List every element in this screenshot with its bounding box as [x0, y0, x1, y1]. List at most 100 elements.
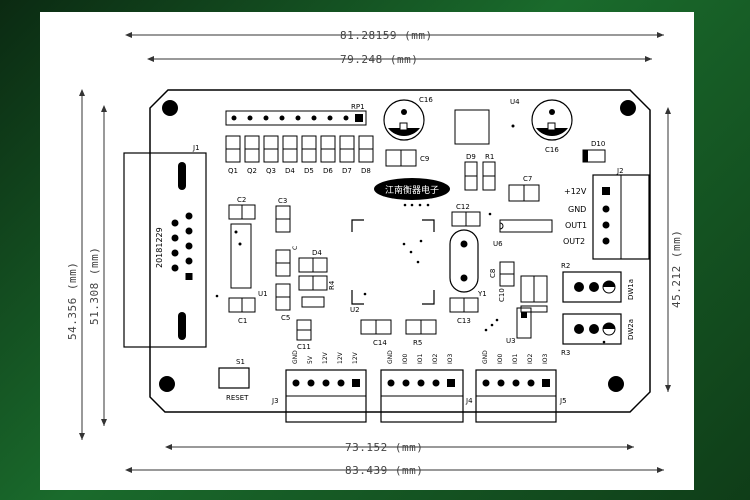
u1-dot	[215, 294, 219, 298]
j4-pin-label: IO3	[447, 354, 454, 364]
j1-date-code: 20181229	[155, 227, 164, 268]
j4-terminal	[380, 369, 464, 423]
mounting-hole-tl	[162, 100, 178, 116]
c16-left-label: C16	[419, 96, 433, 104]
c8-label: C8	[489, 269, 497, 278]
j2-label: J2	[616, 167, 624, 175]
j1-connector	[123, 152, 207, 348]
j1-pin-array	[171, 212, 193, 280]
mounting-hole-tr	[620, 100, 636, 116]
j3-pin-label: 5V	[307, 355, 314, 364]
dw1-label: DW1a	[627, 279, 635, 300]
j4-label: J4	[465, 397, 473, 405]
j4-pin-label: GND	[387, 350, 394, 364]
u1-label: U1	[258, 290, 268, 298]
c1-label: C1	[238, 317, 247, 325]
q-label: Q2	[247, 167, 257, 175]
c5-label: C5	[281, 314, 290, 322]
s1-reset-button	[218, 367, 250, 389]
q-label: D5	[304, 167, 314, 175]
c10-capacitor	[520, 275, 548, 313]
dimension-left-outer-label: 54.356 (mm)	[66, 262, 79, 340]
d10-diode	[582, 149, 606, 163]
c3-capacitor	[275, 205, 291, 233]
y1-crystal	[449, 229, 479, 293]
j3-pin-labels: GND 5V 12V 12V 12V	[292, 350, 359, 364]
u3-label: U3	[506, 337, 516, 345]
c9-capacitor	[385, 149, 417, 167]
d4-r4-group	[298, 257, 328, 308]
r1-label: R1	[485, 153, 494, 161]
dimension-top-outer-label: 81.28159 (mm)	[340, 29, 433, 42]
d9-r1-pair	[464, 161, 496, 191]
j2-pin-label: +12V	[564, 187, 587, 196]
j5-pin-label: IO1	[512, 354, 519, 364]
j2-connector	[592, 174, 650, 260]
dw2-potentiometer	[562, 313, 622, 345]
q-label: D7	[342, 167, 352, 175]
u4-dot	[511, 124, 515, 128]
u4-component	[454, 109, 490, 145]
c14-label: C14	[373, 339, 387, 347]
j3-pin-label: 12V	[337, 351, 344, 364]
u3-chip	[516, 307, 532, 339]
dimension-left-inner-label: 51.308 (mm)	[88, 247, 101, 325]
c9-label: C9	[420, 155, 429, 163]
j5-pin-label: IO2	[527, 354, 534, 364]
c2-capacitor	[228, 204, 256, 220]
j3-pin-label: 12V	[352, 351, 359, 364]
dw2-label: DW2a	[627, 319, 635, 340]
u3-dots	[484, 318, 499, 332]
j3-pin-label: GND	[292, 350, 299, 364]
u6-chip	[499, 219, 553, 233]
u1-chip	[230, 223, 252, 289]
r2-label: R2	[561, 262, 570, 270]
j5-label: J5	[559, 397, 567, 405]
d10-label: D10	[591, 140, 605, 148]
j5-pin-label: GND	[482, 350, 489, 364]
j4-pin-labels: GND IO0 IO1 IO2 IO3	[387, 350, 454, 364]
dimension-top-inner-label: 79.248 (mm)	[340, 53, 418, 66]
brand-text: 江南衡器电子	[385, 184, 439, 196]
c16-capacitor-left	[383, 99, 425, 141]
c12-dot	[488, 212, 492, 216]
c7-label: C7	[523, 175, 532, 183]
rp1-header	[225, 110, 367, 126]
j5-pin-labels: GND IO0 IO1 IO2 IO3	[482, 350, 549, 364]
brand-badge	[374, 178, 450, 200]
mounting-hole-bl	[159, 376, 175, 392]
q-label: Q3	[266, 167, 276, 175]
c13-label: C13	[457, 317, 471, 325]
q-labels: Q1 Q2 Q3 D4 D5 D6 D7 D8	[228, 167, 371, 175]
c12-label: C12	[456, 203, 470, 211]
q-parts-row	[225, 135, 374, 163]
c5-capacitor	[275, 249, 291, 311]
r5-label: R5	[413, 339, 422, 347]
d9-label: D9	[466, 153, 476, 161]
mounting-hole-br	[608, 376, 624, 392]
marker-text: C	[292, 246, 299, 250]
u2-mcu	[351, 219, 435, 305]
dw1-potentiometer	[562, 271, 622, 303]
q-label: Q1	[228, 167, 238, 175]
j4-pin-label: IO1	[417, 354, 424, 364]
c3-label: C3	[278, 197, 287, 205]
r5-resistor	[405, 319, 437, 335]
reset-label: RESET	[226, 394, 249, 402]
c11-capacitor	[296, 319, 312, 341]
rp1-label: RP1	[351, 103, 365, 111]
q-label: D6	[323, 167, 333, 175]
j3-label: J3	[271, 397, 279, 405]
u2-dots	[363, 239, 423, 296]
j4-pin-label: IO0	[402, 354, 409, 364]
j5-terminal	[475, 369, 557, 423]
c11-label: C11	[297, 343, 311, 351]
dimension-right-label: 45.212 (mm)	[670, 230, 683, 308]
j2-pin-label: GND	[568, 205, 586, 214]
dimension-bottom-inner-label: 73.152 (mm)	[345, 441, 423, 454]
j3-pin-label: 12V	[322, 351, 329, 364]
c14-capacitor	[360, 319, 392, 335]
c7-capacitor	[508, 184, 540, 202]
q-label: D4	[285, 167, 295, 175]
